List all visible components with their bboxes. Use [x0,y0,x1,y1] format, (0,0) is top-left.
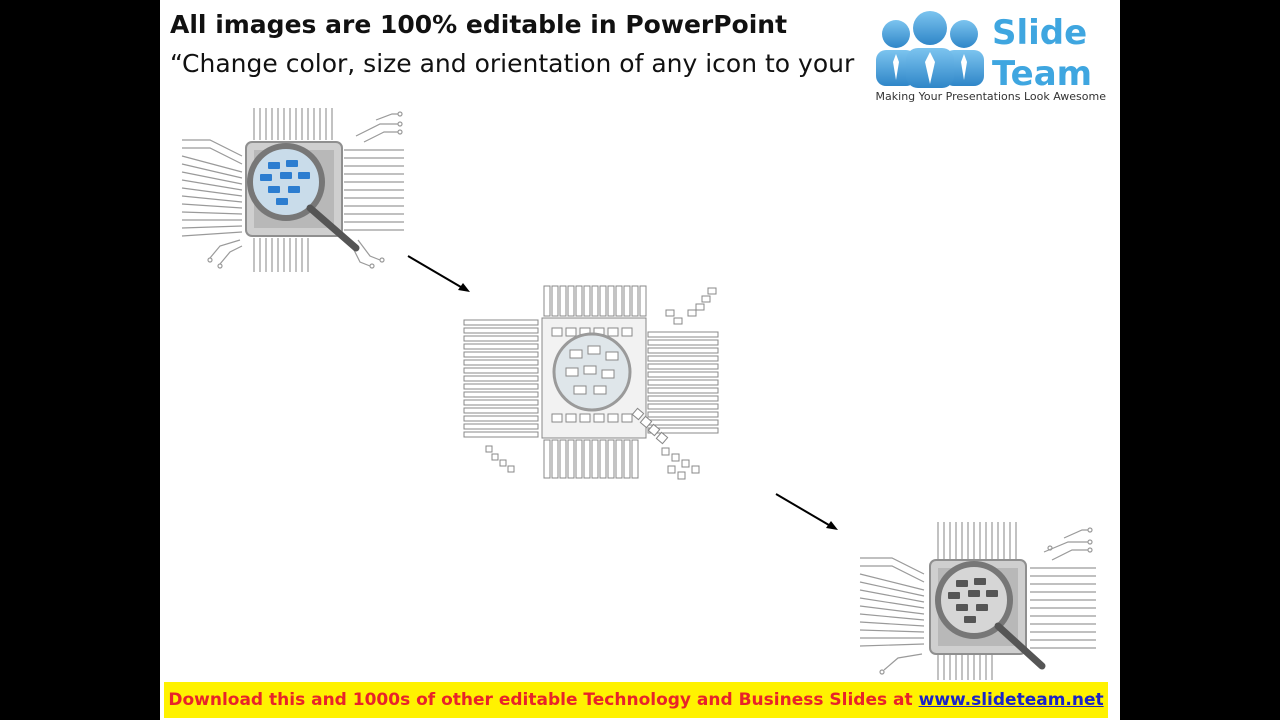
logo-word-slide: Slide [992,13,1088,53]
banner-text: Download this and 1000s of other editabl… [168,690,913,710]
chip-magnifier-icon-gray [859,522,1096,680]
chip-magnifier-icon-blue [181,108,404,272]
slide-title: All images are 100% editable in PowerPoi… [170,10,788,39]
download-banner: Download this and 1000s of other editabl… [164,682,1108,718]
logo-tagline: Making Your Presentations Look Awesome [875,90,1106,103]
arrow-right-down-icon [407,255,470,292]
slideteam-link[interactable]: www.slideteam.net [918,690,1104,710]
arrow-right-down-icon [775,493,838,530]
chip-magnifier-icon-outline [463,285,719,480]
slide-subtitle: “Change color, size and orientation of a… [170,49,855,78]
slide: All images are 100% editable in PowerPoi… [160,0,1120,720]
slideteam-logo: Slide Team Making Your Presentations Loo… [864,8,1106,104]
people-icon [876,11,984,88]
logo-word-team: Team [992,54,1093,94]
